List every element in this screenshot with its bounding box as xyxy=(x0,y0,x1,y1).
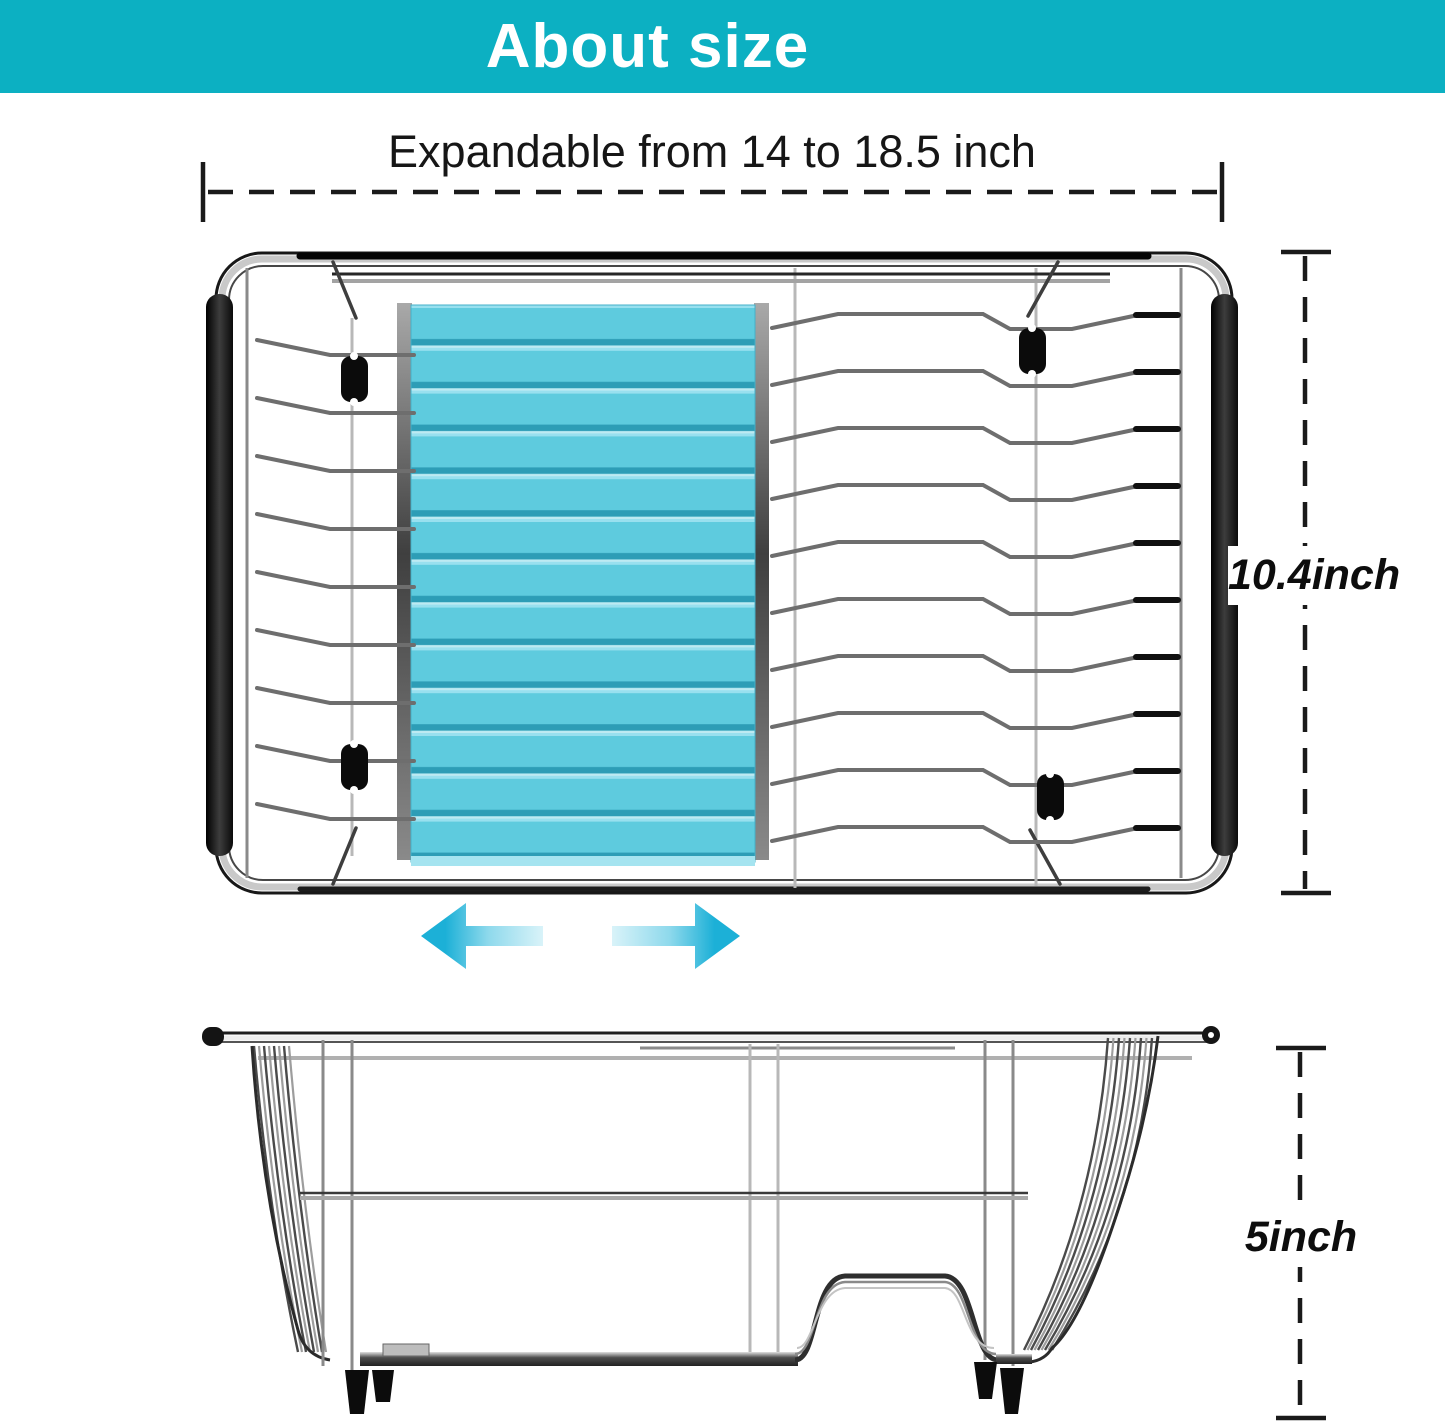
expand-right-arrow xyxy=(612,903,740,969)
width-dimension-line xyxy=(200,162,1225,222)
expand-left-arrow xyxy=(421,903,543,969)
rack-top-view xyxy=(206,251,1238,895)
width-dimension-label: Expandable from 14 to 18.5 inch xyxy=(388,126,1036,177)
left-handle xyxy=(206,294,233,856)
rubber-feet xyxy=(345,1362,1024,1414)
rail-end-cap-left xyxy=(202,1027,224,1046)
right-handle xyxy=(1211,294,1238,856)
rack-side-view xyxy=(202,1026,1220,1414)
plate-wires xyxy=(770,312,1181,844)
expand-arrows xyxy=(421,903,740,969)
dish-prongs xyxy=(255,338,416,821)
sink-edge-step xyxy=(794,1273,999,1363)
depth-dimension-label: 10.4inch xyxy=(1228,546,1400,605)
height-dimension-label: 5inch xyxy=(1240,1208,1362,1267)
depth-dimension-line xyxy=(1281,249,1331,896)
page-title: About size xyxy=(485,12,810,81)
side-right-wire-wall xyxy=(1022,1037,1154,1351)
back-rail xyxy=(332,272,1110,283)
side-left-wire-wall xyxy=(252,1045,328,1353)
drainboard xyxy=(397,303,769,866)
locking-clips xyxy=(341,324,1064,824)
header-banner: About size xyxy=(0,0,1445,93)
